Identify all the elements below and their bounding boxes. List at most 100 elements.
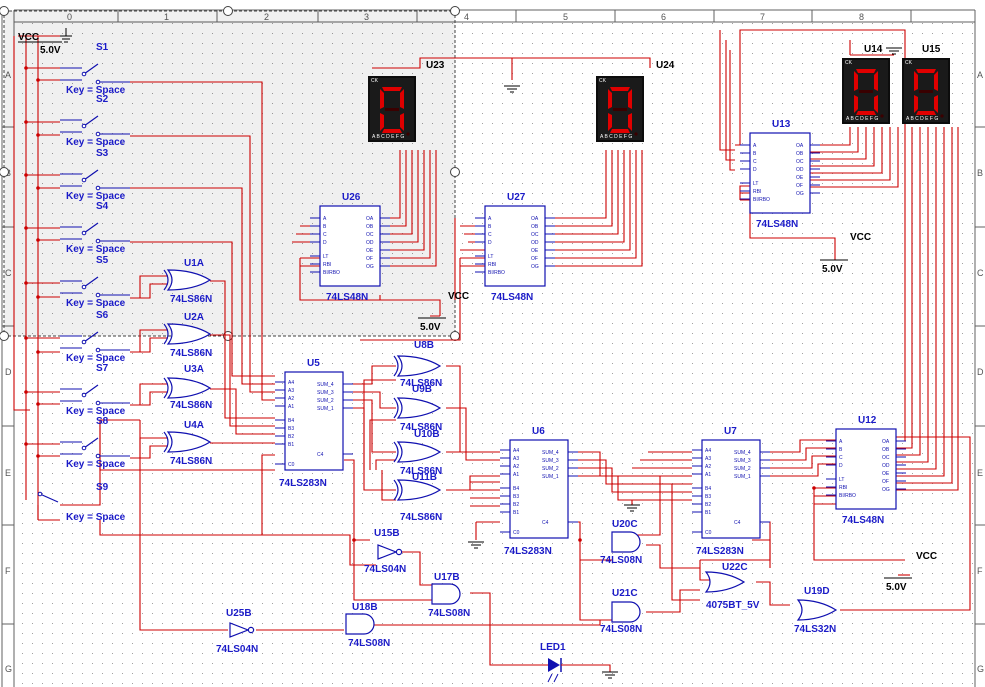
border-row-label: E: [5, 468, 11, 478]
or-gate-u22c[interactable]: U22C 4075BT_5V: [704, 562, 760, 611]
u21c-ref: U21C: [612, 588, 638, 599]
xor-part: 74LS86N: [170, 348, 212, 359]
wires: [13, 29, 971, 672]
led1[interactable]: LED1: [540, 642, 588, 683]
decoder-pin: OF: [882, 479, 889, 485]
inverter-u15b[interactable]: U15B 74LS04N: [364, 528, 406, 575]
inverter-u25b[interactable]: U25B 74LS04N: [216, 608, 258, 655]
switch-ref: S6: [96, 310, 109, 321]
adder-pin: B3: [513, 494, 519, 500]
and-gate-u18b[interactable]: U18B 74LS08N: [345, 602, 390, 649]
xor-ref: U10B: [414, 429, 440, 440]
border-row-label: C: [977, 268, 984, 278]
adder-pin: C0: [288, 462, 295, 468]
decoder-pin: A: [323, 216, 327, 222]
adder-pin: B2: [705, 502, 711, 508]
adder-u7[interactable]: U774LS283NA4A3A2A1B4B3B2B1C0SUM_4SUM_3SU…: [692, 426, 770, 557]
display-pins: A B C D E F G: [600, 134, 632, 140]
seven-segment-display-u15[interactable]: CKA B C D E F G0U15: [902, 44, 950, 124]
vcc-main-source[interactable]: VCC 5.0V: [18, 28, 72, 56]
adder-pin: B4: [513, 486, 519, 492]
adder-pin: B3: [705, 494, 711, 500]
switch-ref: S8: [96, 416, 109, 427]
switch-ref: S2: [96, 94, 109, 105]
decoder-pin: LT: [488, 254, 493, 260]
vcc-u13-label: VCC: [850, 232, 871, 243]
vcc-u12[interactable]: VCC 5.0V: [884, 551, 937, 593]
or-gate-u19d[interactable]: U19D 74LS32N: [794, 586, 838, 635]
border-row-label: A: [977, 70, 983, 80]
switch-key-label: Key = Space: [66, 137, 126, 148]
display-pins: A B C D E F G: [846, 116, 878, 122]
xor-ref: U9B: [412, 384, 432, 395]
seven-segment-display-u14[interactable]: CKA B C D E F G0U14: [842, 44, 890, 124]
seven-segment-display-u23[interactable]: CKA B C D E F G0U23: [368, 60, 445, 142]
decoder-pin: A: [488, 216, 492, 222]
adder-pin: B1: [705, 510, 711, 516]
border-row-label: A: [5, 70, 11, 80]
adder-pin: SUM_3: [317, 390, 334, 396]
u15b-ref: U15B: [374, 528, 400, 539]
vcc-u13[interactable]: VCC 5.0V: [820, 232, 871, 275]
decoder-part: 74LS48N: [326, 292, 368, 303]
u19d-part: 74LS32N: [794, 624, 836, 635]
and-gate-u17b[interactable]: U17B 74LS08N: [428, 572, 470, 619]
vcc-main-voltage: 5.0V: [40, 45, 61, 56]
xor-gate-u3a[interactable]: U3A 74LS86N: [163, 364, 212, 411]
decoder-part: 74LS48N: [756, 219, 798, 230]
decoder-pin: BI/RBO: [488, 270, 505, 276]
border-col-label: 0: [67, 12, 72, 22]
u20c-part: 74LS08N: [600, 555, 642, 566]
switch-ref: S1: [96, 42, 109, 53]
decoder-pin: RBI: [839, 485, 847, 491]
u18b-ref: U18B: [352, 602, 378, 613]
and-gate-u20c[interactable]: U20C 74LS08N: [600, 519, 642, 566]
led1-ref: LED1: [540, 642, 566, 653]
switch-ref: S5: [96, 255, 109, 266]
adder-pin: B2: [513, 502, 519, 508]
adder-pin: A4: [705, 448, 711, 454]
vcc-u26[interactable]: VCC 5.0V: [418, 291, 469, 333]
adder-pin: SUM_1: [317, 406, 334, 412]
adder-u5[interactable]: U574LS283NA4A3A2A1B4B3B2B1C0SUM_4SUM_3SU…: [275, 358, 353, 489]
border-col-label: 8: [859, 12, 864, 22]
adder-pin: A1: [513, 472, 519, 478]
and-gate-u21c[interactable]: U21C 74LS08N: [600, 588, 642, 635]
vcc-main-label: VCC: [18, 32, 39, 43]
adder-u6[interactable]: U674LS283NA4A3A2A1B4B3B2B1C0SUM_4SUM_3SU…: [500, 426, 578, 557]
border-col-label: 5: [563, 12, 568, 22]
seven-segment-display-u24[interactable]: CKA B C D E F G0U24: [596, 60, 675, 142]
xor-ref: U3A: [184, 364, 204, 375]
adder-pin: A3: [513, 456, 519, 462]
display-ck: CK: [371, 78, 379, 84]
xor-part: 74LS86N: [170, 294, 212, 305]
adder-pin: SUM_3: [542, 458, 559, 464]
u21c-part: 74LS08N: [600, 624, 642, 635]
xor-part: 74LS86N: [170, 400, 212, 411]
decoder-pin: BI/RBO: [323, 270, 340, 276]
adder-pin: SUM_4: [734, 450, 751, 456]
decoder-pin: A: [839, 439, 843, 445]
